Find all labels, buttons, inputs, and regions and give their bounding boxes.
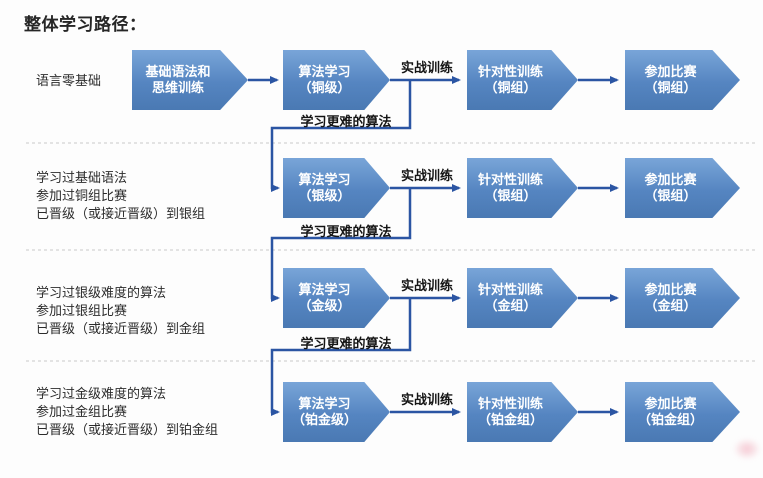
box-line: 算法学习 [298, 282, 351, 297]
page-title: 整体学习路径： [24, 15, 147, 34]
practice-training-label-gold: 实战训练 [400, 278, 453, 293]
box-line: （银组） [644, 188, 697, 203]
box-line: 算法学习 [298, 396, 351, 411]
box-line: 参加比赛 [644, 396, 697, 411]
row-entry-label-silver: 学习过基础语法 参加过铜组比赛 已晋级（或接近晋级）到银组 [36, 169, 205, 223]
entry-label-line: 已晋级（或接近晋级）到金组 [36, 321, 206, 336]
box-line: 算法学习 [298, 172, 351, 187]
box-line: 算法学习 [298, 64, 351, 79]
box-line: 思维训练 [151, 80, 204, 95]
box-line: 基础语法和 [145, 64, 211, 79]
box-line: （金级） [298, 298, 351, 313]
row-entry-label-platinum: 学习过金级难度的算法 参加过金组比赛 已晋级（或接近晋级）到铂金组 [36, 385, 218, 439]
algo-box-gold: 算法学习 （金级） [283, 268, 390, 328]
harder-algorithms-label-silver: 学习更难的算法 [300, 224, 392, 239]
box-line: （铜组） [484, 80, 537, 95]
algo-box-bronze: 算法学习 （铜级） [283, 50, 390, 110]
entry-label-line: 已晋级（或接近晋级）到银组 [36, 206, 206, 221]
box-line: （银级） [298, 188, 351, 203]
connector-bronze-to-silver [270, 80, 412, 192]
row-entry-label-bronze: 语言零基础 [36, 72, 101, 90]
connector-gold-to-platinum [270, 298, 412, 416]
compete-box-silver: 参加比赛 （银组） [625, 158, 740, 218]
entry-label-line: 参加过银组比赛 [36, 303, 128, 318]
entry-label-line: 学习过金级难度的算法 [36, 386, 167, 401]
compete-box-bronze: 参加比赛 （铜组） [625, 50, 740, 110]
targeted-box-bronze: 针对性训练 （铜组） [467, 50, 578, 110]
entry-label-line: 学习过基础语法 [36, 170, 128, 185]
entry-label-line: 参加过金组比赛 [36, 404, 128, 419]
targeted-box-silver: 针对性训练 （银组） [467, 158, 578, 218]
box-line: （铂金级） [291, 412, 357, 427]
box-line: 针对性训练 [477, 396, 543, 411]
watermark-smudge [733, 438, 761, 460]
compete-box-platinum: 参加比赛 （铂金组） [625, 382, 740, 442]
box-line: 参加比赛 [644, 282, 697, 297]
algo-box-platinum: 算法学习 （铂金级） [283, 382, 390, 442]
box-line: （银组） [484, 188, 537, 203]
entry-label-line: 语言零基础 [36, 73, 102, 88]
compete-box-gold: 参加比赛 （金组） [625, 268, 740, 328]
entry-label-line: 已晋级（或接近晋级）到铂金组 [36, 422, 219, 437]
box-line: （铂金组） [477, 412, 543, 427]
harder-algorithms-label-gold: 学习更难的算法 [300, 336, 392, 351]
harder-algorithms-label-bronze: 学习更难的算法 [300, 114, 392, 129]
row-entry-label-gold: 学习过银级难度的算法 参加过银组比赛 已晋级（或接近晋级）到金组 [36, 284, 205, 338]
practice-training-label-bronze: 实战训练 [400, 60, 453, 75]
box-line: （金组） [484, 298, 537, 313]
targeted-box-gold: 针对性训练 （金组） [467, 268, 578, 328]
box-line: （铜级） [298, 80, 351, 95]
box-line: 针对性训练 [477, 282, 543, 297]
algo-box-silver: 算法学习 （银级） [283, 158, 390, 218]
box-line: 针对性训练 [477, 172, 543, 187]
practice-training-label-platinum: 实战训练 [400, 392, 453, 407]
box-line: 参加比赛 [644, 172, 697, 187]
connector-silver-to-gold [270, 188, 412, 302]
box-line: （铂金组） [637, 412, 703, 427]
intro-box: 基础语法和 思维训练 [132, 50, 248, 110]
box-line: （金组） [644, 298, 697, 313]
box-line: 针对性训练 [477, 64, 543, 79]
entry-label-line: 参加过铜组比赛 [36, 188, 128, 203]
practice-training-label-silver: 实战训练 [400, 168, 453, 183]
entry-label-line: 学习过银级难度的算法 [36, 285, 167, 300]
box-line: 参加比赛 [644, 64, 697, 79]
box-line: （铜组） [644, 80, 697, 95]
targeted-box-platinum: 针对性训练 （铂金组） [467, 382, 578, 442]
